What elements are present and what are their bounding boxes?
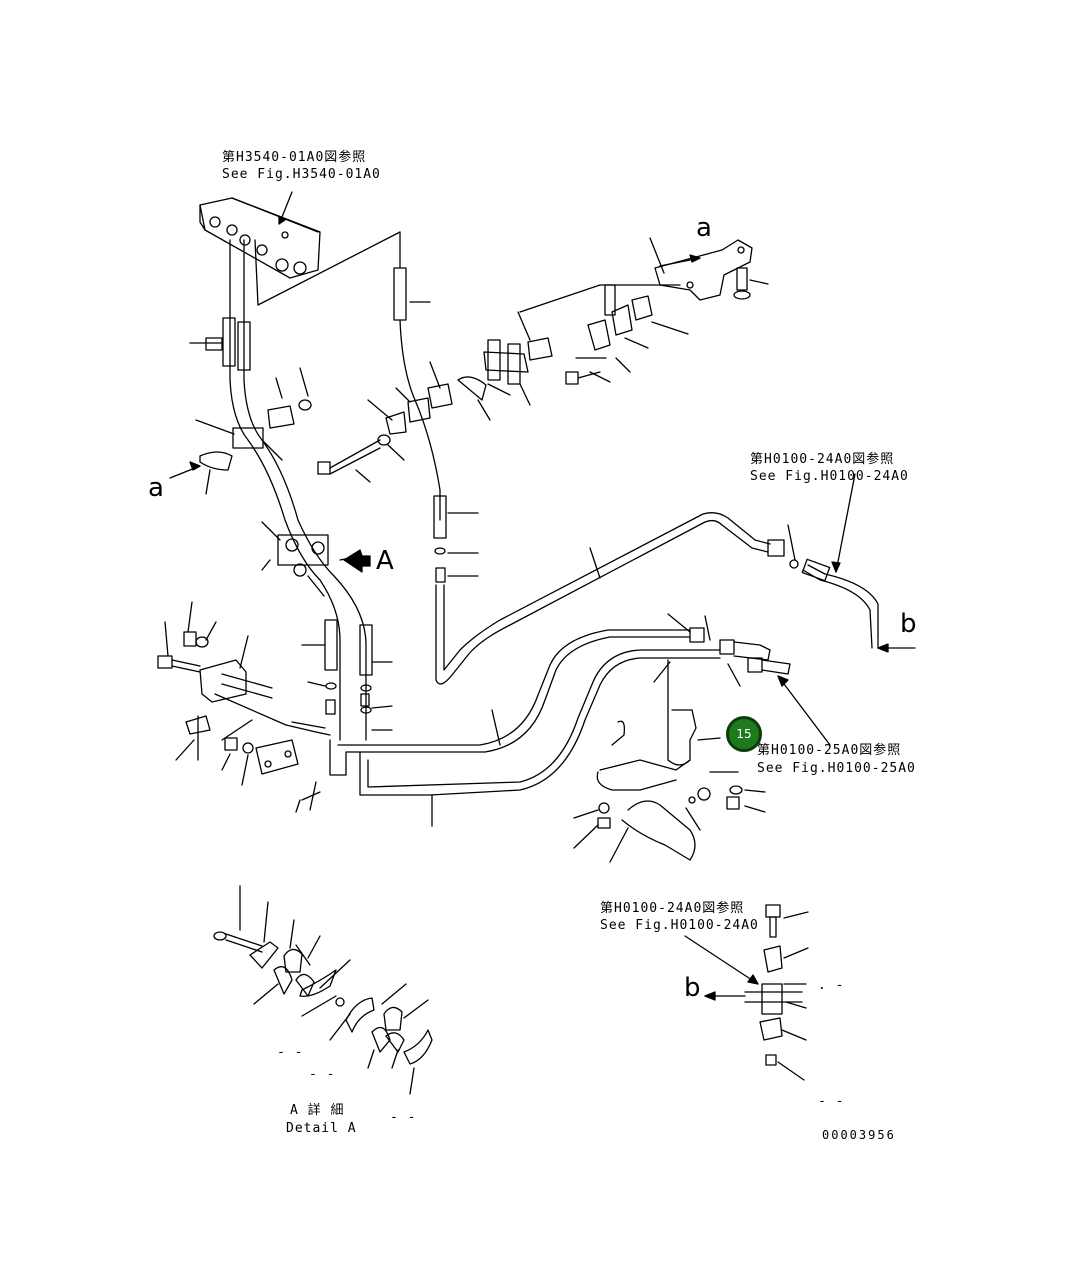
- bracket-assembly: [573, 659, 766, 863]
- left-pipe-pair: [189, 239, 367, 741]
- reference-h0100-24-en: See Fig.H0100-24A0: [750, 469, 909, 484]
- dash-mark: - -: [818, 1094, 845, 1109]
- view-marker-A-arrow: A: [376, 546, 394, 576]
- hardware-left-lower: [157, 601, 393, 813]
- reference-h3540-jp: 第H3540-01A0図参照: [222, 150, 367, 165]
- reference-h0100-24-bottom-en: See Fig.H0100-24A0: [600, 918, 759, 933]
- figure-id: 00003956: [822, 1128, 896, 1142]
- detail-a-drawing: [213, 885, 433, 1095]
- long-pipe-right: [435, 473, 916, 685]
- view-marker-a-top: a: [696, 213, 712, 243]
- reference-h0100-25-en: See Fig.H0100-25A0: [757, 761, 916, 776]
- clamps-upper: [317, 284, 689, 483]
- bottom-right-clamp: [684, 904, 809, 1081]
- view-marker-a-left: a: [148, 473, 164, 503]
- reference-h0100-24-jp: 第H0100-24A0図参照: [750, 452, 895, 467]
- detail-a-caption-en: Detail A: [286, 1121, 357, 1136]
- bracket-a: [519, 237, 769, 313]
- dash-mark: . -: [818, 978, 845, 993]
- view-marker-b-right: b: [900, 609, 917, 639]
- reference-h3540-en: See Fig.H3540-01A0: [222, 167, 381, 182]
- reference-h0100-24-bottom-jp: 第H0100-24A0図参照: [600, 901, 745, 916]
- dash-mark: - -: [390, 1110, 417, 1125]
- view-marker-b-bottom: b: [684, 973, 701, 1003]
- detail-a-caption-jp: A 詳 細: [290, 1103, 345, 1118]
- lower-pipes: [329, 613, 831, 827]
- reference-h0100-25-jp: 第H0100-25A0図参照: [757, 743, 902, 758]
- dash-mark: - -: [277, 1045, 304, 1060]
- dash-mark: - -: [309, 1067, 336, 1082]
- clamps-left: [169, 367, 371, 597]
- callout-badge-15[interactable]: 15: [726, 716, 762, 752]
- manifold-block: [199, 191, 321, 279]
